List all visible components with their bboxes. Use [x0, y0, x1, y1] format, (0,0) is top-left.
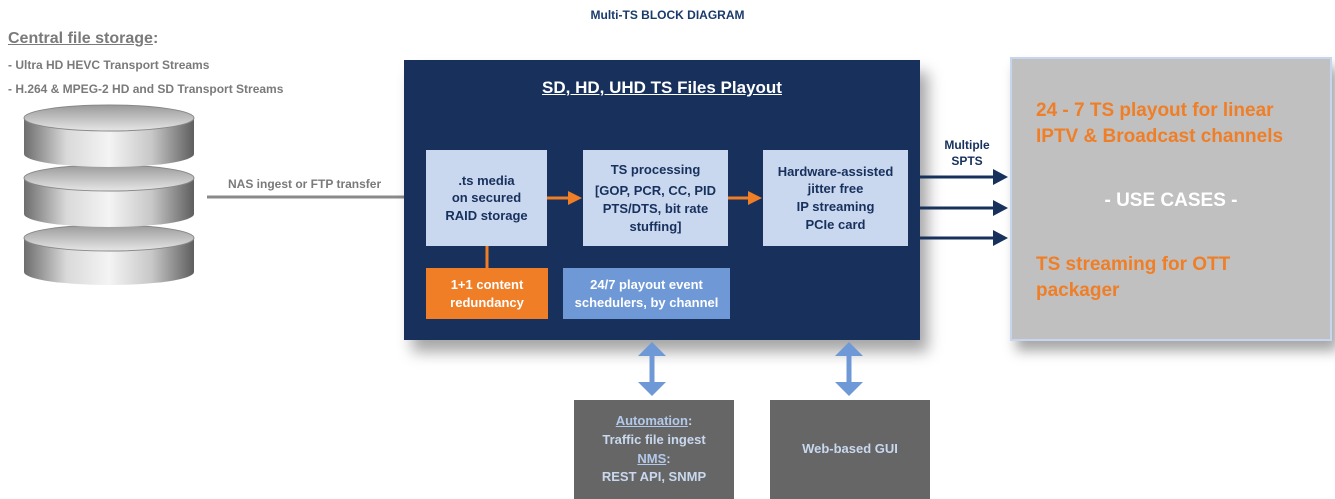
- use-cases-heading: - USE CASES -: [1104, 190, 1238, 211]
- diagram-title: Multi-TS BLOCK DIAGRAM: [590, 8, 745, 22]
- use-cases-panel: [1010, 57, 1332, 341]
- storage-title-colon: :: [152, 30, 159, 47]
- arrow-media-to-processing: [547, 191, 582, 205]
- ts-processing-line-2: [GOP, PCR, CC, PID: [594, 183, 717, 199]
- ts-media-storage-box: .ts media on secured RAID storage: [426, 150, 547, 246]
- use-case-ott-line-1: TS streaming for OTT: [1036, 254, 1231, 275]
- event-scheduler-box: 24/7 playout event schedulers, by channe…: [563, 268, 730, 319]
- content-redundancy-box: 1+1 content redundancy: [426, 268, 548, 319]
- playout-panel-title: SD, HD, UHD TS Files Playout: [542, 78, 782, 97]
- output-label-line-1: Multiple: [944, 138, 990, 152]
- nms-text: REST API, SNMP: [601, 469, 707, 485]
- hardware-line-3: IP streaming: [796, 199, 875, 214]
- ts-media-line-3: RAID storage: [445, 207, 528, 223]
- use-case-playout-line-1: 24 - 7 TS playout for linear: [1036, 100, 1274, 121]
- hardware-streaming-box: Hardware-assisted jitter free IP streami…: [763, 150, 908, 246]
- database-disk-top: [23, 104, 195, 167]
- ts-processing-box: TS processing [GOP, PCR, CC, PID PTS/DTS…: [583, 150, 728, 246]
- database-disk-middle: [23, 164, 195, 227]
- ts-media-line-2: on secured: [451, 190, 522, 206]
- automation-title: Automation: [615, 412, 688, 428]
- output-label: Multiple SPTS: [940, 138, 994, 169]
- automation-nms-box: Automation: Traffic file ingest NMS: RES…: [574, 400, 734, 499]
- nms-colon: :: [666, 450, 671, 466]
- redundancy-line-1: 1+1 content: [450, 276, 524, 292]
- output-arrow-3: [910, 230, 1008, 246]
- storage-title-text: Central file storage: [8, 30, 153, 47]
- web-gui-box: Web-based GUI: [770, 400, 930, 499]
- hardware-line-1: Hardware-assisted: [777, 163, 894, 179]
- scheduler-line-1: 24/7 playout event: [590, 276, 703, 292]
- web-gui-label: Web-based GUI: [802, 441, 898, 457]
- storage-line-hd: - H.264 & MPEG-2 HD and SD Transport Str…: [8, 82, 284, 96]
- automation-double-arrow: [638, 342, 666, 396]
- storage-title: Central file storage:: [8, 30, 158, 48]
- scheduler-line-2: schedulers, by channel: [574, 294, 719, 310]
- gui-double-arrow: [835, 342, 863, 396]
- ts-media-line-1: .ts media: [458, 172, 515, 188]
- use-case-playout-line-2: IPTV & Broadcast channels: [1036, 126, 1284, 147]
- use-case-ott-line-2: packager: [1036, 280, 1120, 301]
- nms-title: NMS: [637, 450, 667, 466]
- ts-processing-line-1: TS processing: [610, 161, 701, 177]
- automation-colon: :: [687, 412, 693, 428]
- ts-processing-line-4: stuffing]: [629, 218, 682, 234]
- automation-text: Traffic file ingest: [602, 431, 706, 447]
- redundancy-line-2: redundancy: [450, 294, 524, 310]
- hardware-line-4: PCIe card: [805, 216, 866, 232]
- output-arrow-1: [910, 169, 1008, 185]
- ts-processing-line-3: PTS/DTS, bit rate: [602, 201, 709, 216]
- storage-line-uhd: - Ultra HD HEVC Transport Streams: [8, 58, 210, 72]
- output-arrow-2: [910, 200, 1008, 216]
- ingest-label: NAS ingest or FTP transfer: [228, 177, 382, 191]
- output-label-line-2: SPTS: [951, 153, 983, 168]
- arrow-processing-to-hardware: [728, 191, 762, 205]
- hardware-line-2: jitter free: [807, 181, 864, 197]
